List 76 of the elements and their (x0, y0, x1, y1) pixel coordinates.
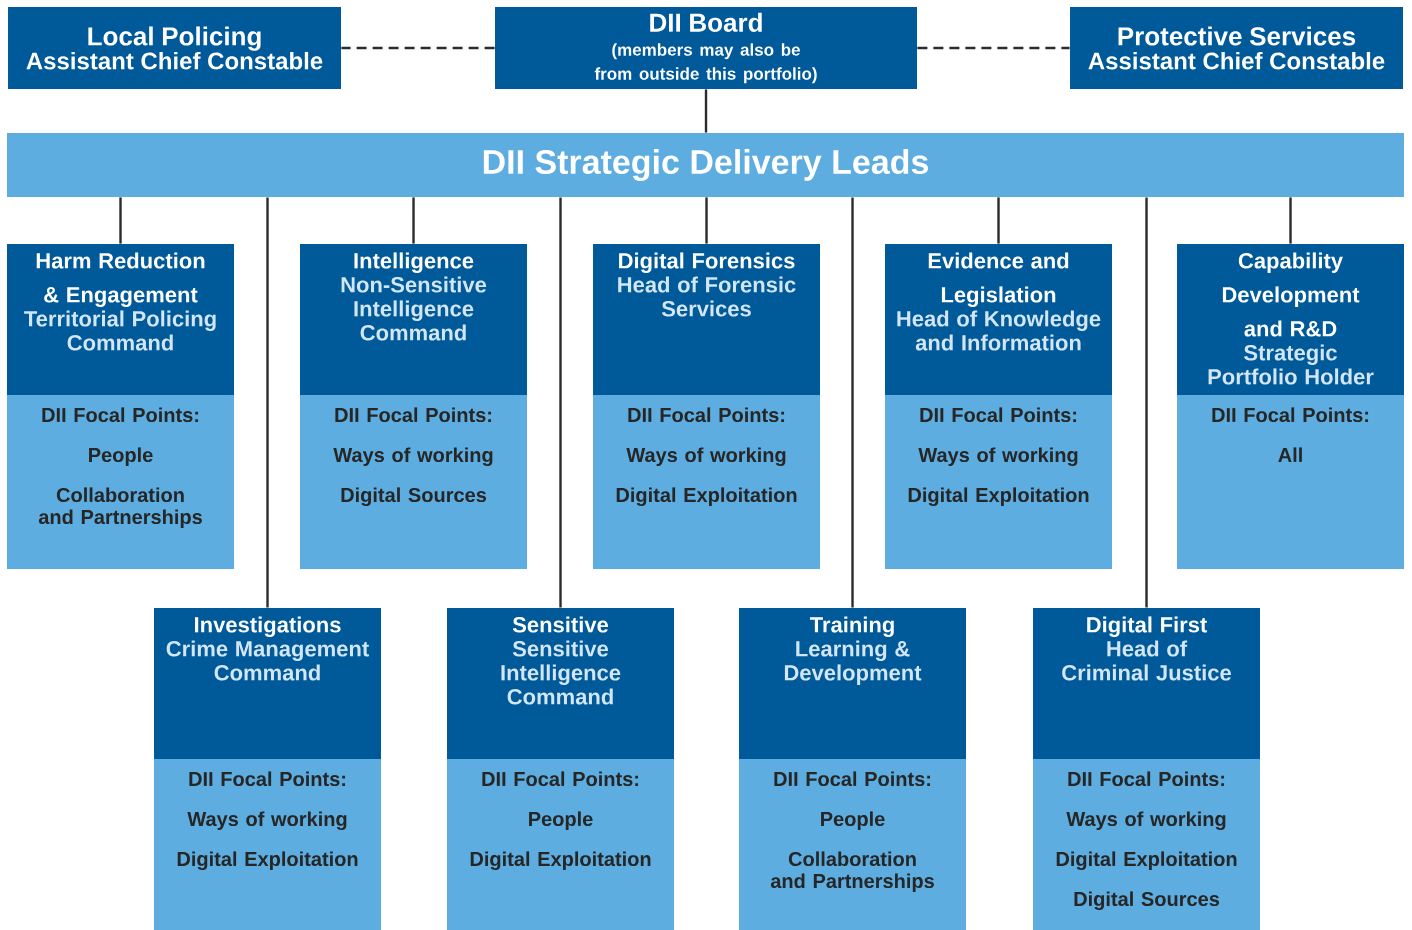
connector-line (705, 197, 708, 244)
box-note: (members may also be from outside this portfolio) (594, 43, 817, 84)
connector-line (1289, 197, 1292, 244)
role-card (300, 244, 527, 569)
focal-point-item: People (89, 447, 153, 467)
card-subtitle: Head of Knowledge and Information (897, 310, 1101, 351)
connector-line (559, 197, 562, 608)
focal-points-heading: DII Focal Points: (189, 771, 346, 787)
focal-point-item: Digital Sources (1074, 891, 1220, 911)
focal-point-item: Digital Exploitation (616, 487, 797, 507)
focal-points-heading: DII Focal Points: (42, 407, 199, 423)
box-subtitle: Assistant Chief Constable (1088, 51, 1385, 70)
card-subtitle: Head of Forensic Services (618, 276, 796, 317)
box-title: DII Board (650, 12, 762, 32)
connector-line (917, 46, 1070, 50)
role-box (1070, 7, 1403, 89)
focal-point-item: Ways of working (626, 447, 786, 467)
focal-point-item: Collaboration and Partnerships (38, 487, 202, 529)
box-subtitle: Assistant Chief Constable (26, 51, 323, 70)
role-card (447, 608, 674, 930)
connector-line (119, 197, 122, 244)
card-heading: Evidence and Legislation (928, 252, 1069, 307)
role-box (8, 7, 341, 89)
card-heading: Training (810, 616, 894, 637)
connector-line (412, 197, 415, 244)
role-card (593, 244, 820, 569)
focal-point-item: Digital Exploitation (1056, 851, 1237, 871)
card-heading: Capability Development and R&D (1222, 252, 1360, 337)
card-heading: Sensitive (512, 616, 609, 633)
card-subtitle: Crime Management Command (166, 640, 369, 681)
focal-point-item: Collaboration and Partnerships (770, 851, 934, 893)
box-title: Protective Services (1118, 26, 1356, 46)
leads-band: DII Strategic Delivery Leads (7, 133, 1404, 197)
focal-point-item: Digital Exploitation (470, 851, 651, 871)
role-card (154, 608, 381, 930)
card-subtitle: Head of Criminal Justice (1062, 640, 1231, 681)
card-subtitle: Learning & Development (784, 640, 922, 685)
role-card (7, 244, 234, 569)
connector-line (997, 197, 1000, 244)
connector-line (266, 197, 269, 608)
card-subtitle: Sensitive Intelligence Command (501, 640, 621, 705)
box-title: Local Policing (88, 26, 261, 51)
connector-line (851, 197, 854, 608)
card-heading: Digital First (1087, 616, 1207, 637)
role-box (495, 7, 917, 89)
focal-points-heading: DII Focal Points: (1068, 771, 1225, 787)
focal-point-item: Ways of working (333, 447, 493, 467)
focal-point-item: Ways of working (1066, 811, 1226, 831)
focal-point-item: Digital Sources (341, 487, 487, 507)
role-card (885, 244, 1112, 569)
focal-point-item: People (821, 811, 885, 831)
focal-points-heading: DII Focal Points: (482, 771, 639, 787)
connector-line (341, 46, 495, 50)
focal-point-item: Ways of working (918, 447, 1078, 467)
focal-points-heading: DII Focal Points: (335, 407, 492, 423)
card-heading: Intelligence (354, 252, 474, 273)
focal-points-heading: DII Focal Points: (1212, 407, 1369, 423)
role-card (1177, 244, 1404, 569)
focal-point-item: Ways of working (187, 811, 347, 831)
card-heading: Investigations (195, 616, 341, 637)
focal-point-item: All (1278, 447, 1302, 462)
focal-point-item: Digital Exploitation (177, 851, 358, 871)
card-subtitle: Non-Sensitive Intelligence Command (341, 276, 487, 341)
focal-point-item: Digital Exploitation (908, 487, 1089, 507)
card-subtitle: Territorial Policing Command (24, 310, 216, 351)
focal-points-heading: DII Focal Points: (628, 407, 785, 423)
connector-line (704, 89, 708, 133)
role-card (739, 608, 966, 930)
role-card (1033, 608, 1260, 930)
focal-points-heading: DII Focal Points: (774, 771, 931, 787)
card-subtitle: Strategic Portfolio Holder (1208, 344, 1374, 385)
connector-line (1145, 197, 1148, 608)
card-heading: Harm Reduction & Engagement (36, 252, 205, 307)
focal-point-item: People (529, 811, 593, 831)
card-heading: Digital Forensics (619, 252, 795, 273)
focal-points-heading: DII Focal Points: (920, 407, 1077, 423)
